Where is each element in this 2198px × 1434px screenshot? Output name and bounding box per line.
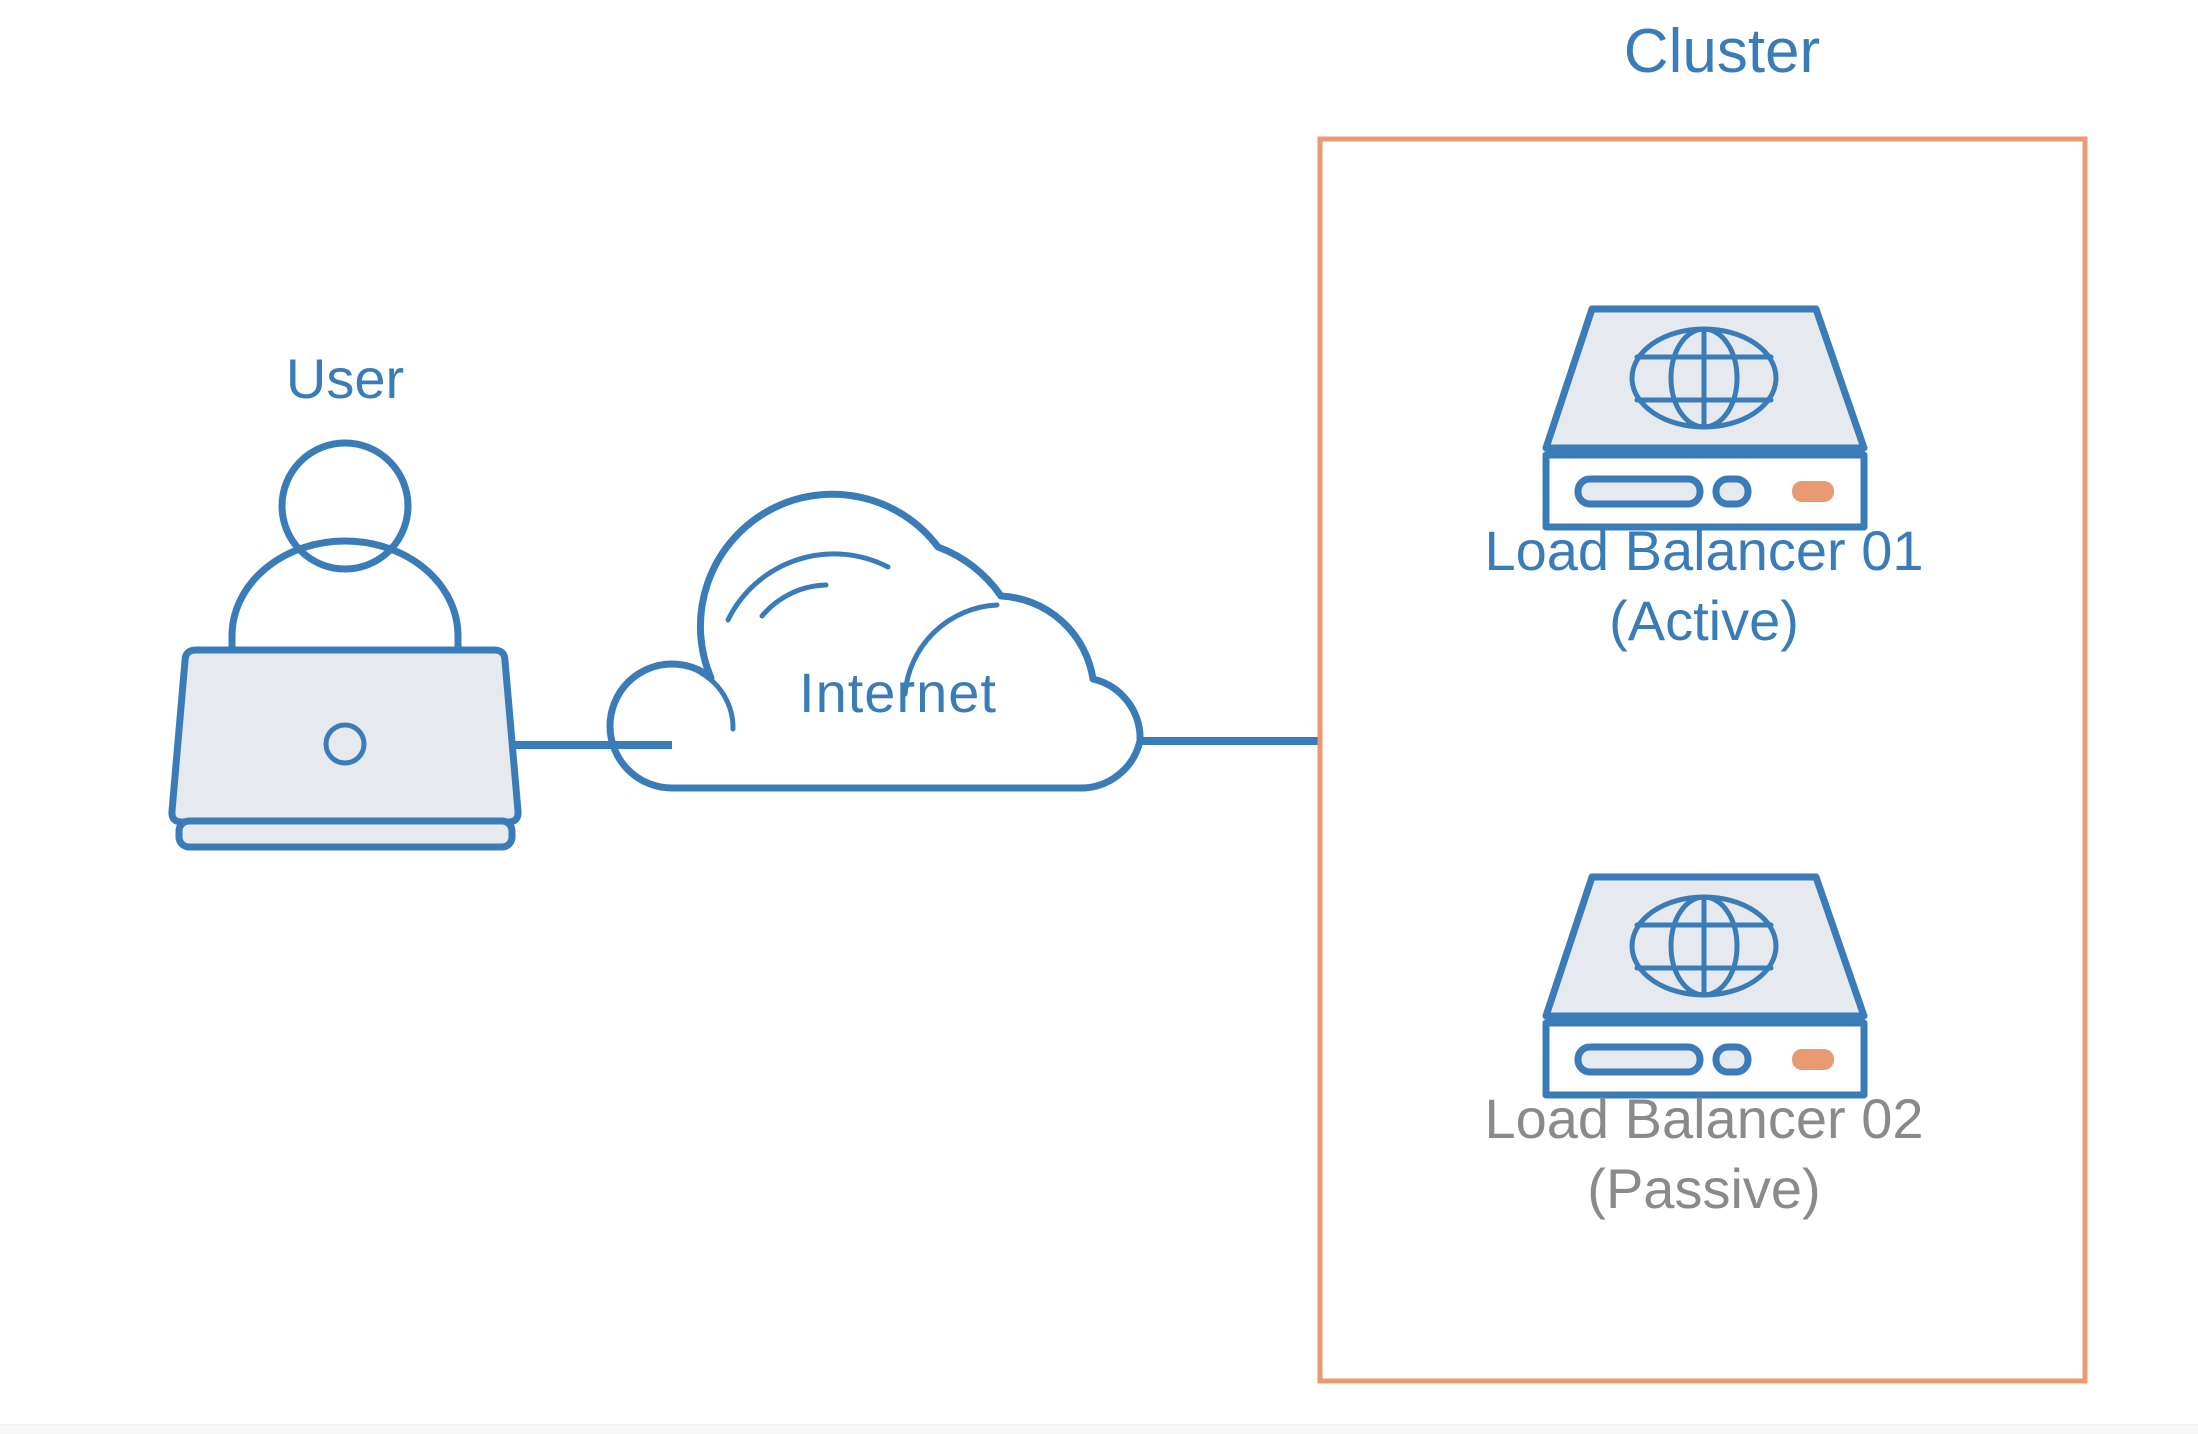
cloud-highlight-arc-1 [725,551,891,623]
internet-label: Internet [799,661,997,724]
cloud-lobe-seam-left [698,670,736,732]
lb-slot-icon [1574,475,1704,508]
load-balancer-01-name: Load Balancer 01 [1484,519,1923,582]
cluster-boundary-box [1317,136,2088,1384]
cluster-title: Cluster [1624,17,1820,86]
load-balancer-icon [1542,873,1868,1099]
lb-status-led-icon [1792,481,1834,502]
user-head-icon [278,439,412,573]
bottom-edge-band [0,1424,2198,1434]
cloud-highlight-arc-2 [759,582,829,619]
user-label: User [286,347,404,410]
load-balancer-01-node[interactable]: Load Balancer 01 (Active) [1484,305,1924,652]
globe-icon [1629,894,1779,998]
laptop-screen-icon [168,646,522,826]
load-balancer-02-name: Load Balancer 02 [1484,1087,1923,1150]
internet-node[interactable]: Internet [606,490,1144,792]
cloud-outline [606,490,1144,792]
laptop-base-icon [175,817,516,851]
lb-slot-icon [1574,1043,1704,1076]
load-balancer-02-node[interactable]: Load Balancer 02 (Passive) [1484,873,1924,1220]
lb-status-led-icon [1792,1049,1834,1070]
load-balancer-02-state: (Passive) [1587,1157,1820,1220]
lb-port-icon [1712,475,1752,508]
load-balancer-icon [1542,305,1868,531]
user-shoulders-icon [228,537,462,657]
lb-port-icon [1712,1043,1752,1076]
user-laptop-icon [168,439,522,851]
user-node[interactable]: User [168,347,522,851]
globe-icon [1629,326,1779,430]
cluster-group[interactable]: Cluster [1317,17,2088,1384]
laptop-dot-icon [323,722,367,766]
cloud-icon [606,490,1144,792]
load-balancer-01-state: (Active) [1609,589,1799,652]
cloud-lobe-seam-right [902,602,1000,697]
